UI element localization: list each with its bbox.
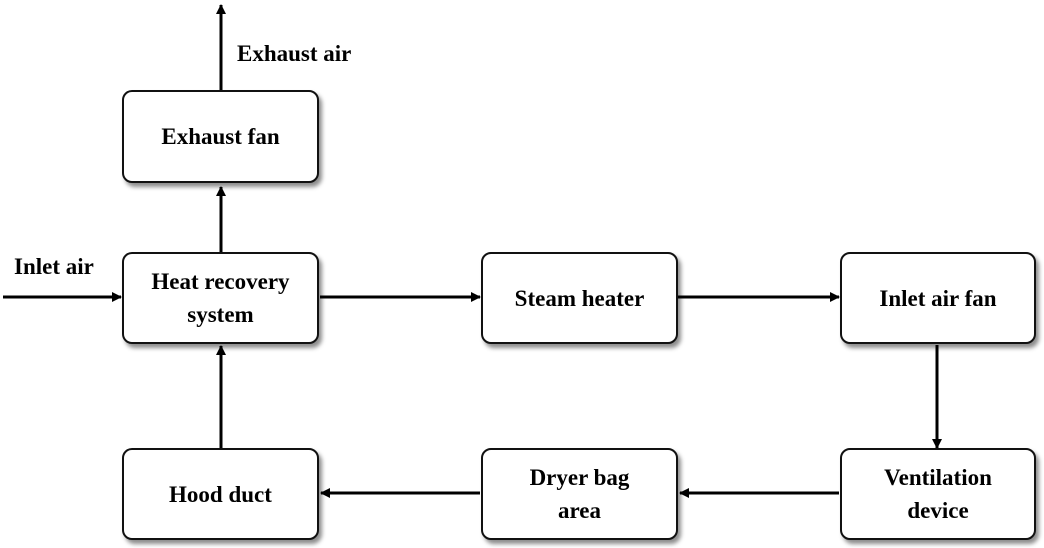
inlet-air-fan-box: Inlet air fan — [840, 252, 1036, 344]
heat-recovery-system-text: Heat recovery system — [151, 269, 290, 327]
steam-heater-box: Steam heater — [481, 252, 678, 344]
dryer-bag-area-text: Dryer bag area — [529, 465, 630, 523]
hood-duct-box: Hood duct — [122, 448, 319, 540]
dryer-bag-area-box: Dryer bag area — [481, 448, 678, 540]
exhaust-fan-box: Exhaust fan — [122, 90, 319, 183]
exhaust-air-label: Exhaust air — [237, 41, 352, 66]
inlet-air-fan-text: Inlet air fan — [879, 285, 997, 311]
exhaust-fan-text: Exhaust fan — [161, 124, 280, 149]
steam-heater-text: Steam heater — [514, 285, 645, 311]
ventilation-device-box: Ventilation device — [840, 448, 1036, 540]
hood-duct-text: Hood duct — [169, 481, 272, 507]
inlet-air-label: Inlet air — [14, 254, 94, 279]
ventilation-device-text: Ventilation device — [884, 465, 992, 523]
heat-recovery-system-box: Heat recovery system — [122, 252, 319, 344]
